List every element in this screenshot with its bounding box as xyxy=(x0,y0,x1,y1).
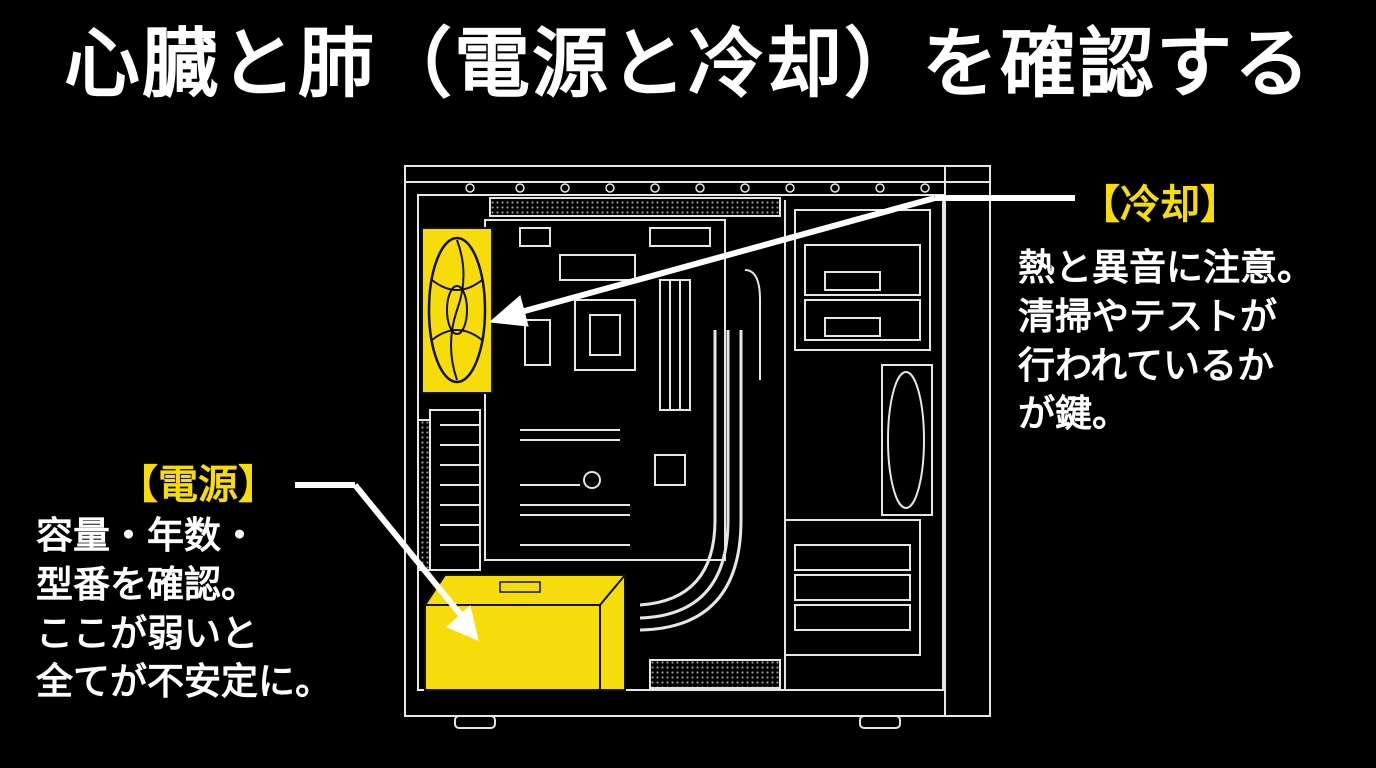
cooling-heading: 【冷却】 xyxy=(1080,182,1240,228)
power-line-3: ここが弱いと xyxy=(36,611,258,655)
power-arrow xyxy=(295,482,479,641)
cooling-line-1: 熱と異音に注意。 xyxy=(1018,246,1314,289)
power-line-2: 型番を確認。 xyxy=(36,562,258,606)
drive-cage-bottom xyxy=(784,519,921,656)
rear-fan xyxy=(881,364,933,516)
power-line-4: 全てが不安定に。 xyxy=(36,660,332,704)
expansion-slots xyxy=(429,409,481,571)
top-vent xyxy=(489,197,781,217)
page-title: 心臓と肺（電源と冷却）を確認する xyxy=(64,19,1312,108)
drive-bays-top xyxy=(794,209,931,351)
cooling-description: 熱と異音に注意。 清掃やテストが 行われているか が鍵。 xyxy=(1018,244,1314,439)
power-description: 容量・年数・ 型番を確認。 ここが弱いと 全てが不安定に。 xyxy=(36,512,332,707)
psu-highlight xyxy=(424,574,626,691)
cooling-line-4: が鍵。 xyxy=(1018,392,1129,436)
cooling-arrow xyxy=(488,195,1075,327)
power-heading: 【電源】 xyxy=(118,462,278,508)
ram-slots xyxy=(659,279,691,411)
cable-bundle xyxy=(639,330,717,607)
front-fan-highlight xyxy=(421,227,493,394)
power-line-1: 容量・年数・ xyxy=(36,514,258,557)
cpu-socket xyxy=(574,299,636,371)
bottom-vent xyxy=(649,659,781,689)
cooling-line-2: 清掃やテストが xyxy=(1018,294,1277,338)
cooling-line-3: 行われているか xyxy=(1018,343,1275,387)
